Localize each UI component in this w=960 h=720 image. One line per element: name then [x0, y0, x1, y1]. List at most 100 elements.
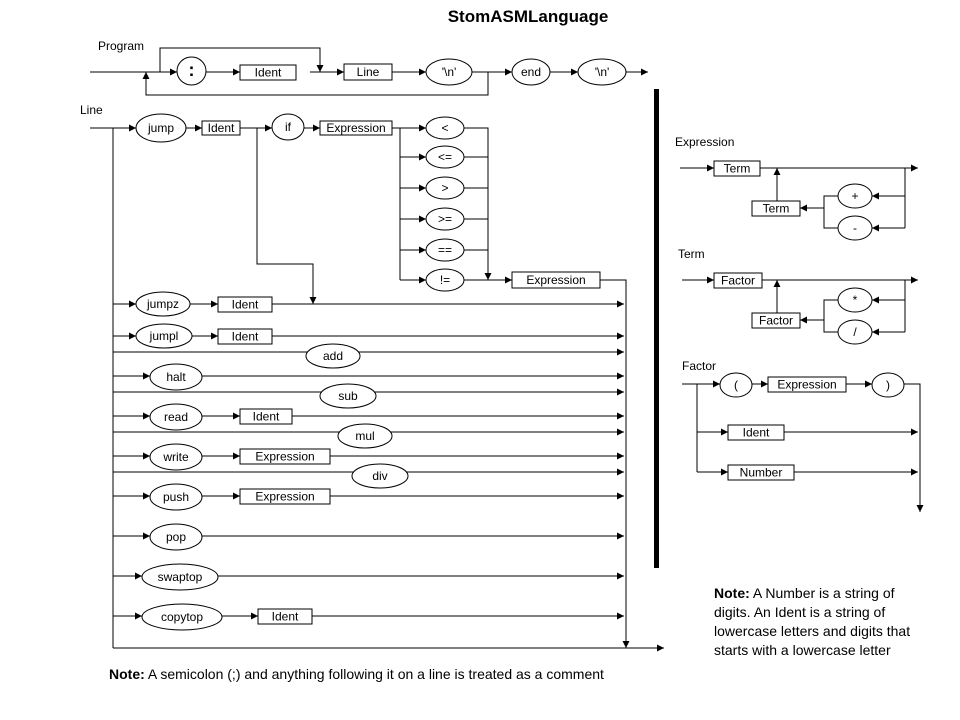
comment-note: Note: A semicolon (;) and anything follo… [109, 665, 709, 684]
line-jumpl: jumpl [135, 323, 193, 349]
line-swaptop-shape [141, 563, 219, 591]
comment-note-text: A semicolon (;) and anything following i… [144, 666, 604, 682]
line-add-shape [305, 343, 361, 369]
line-jumpz: jumpz [135, 291, 191, 317]
term-star-shape [837, 287, 873, 313]
line-add: add [305, 343, 361, 369]
jumpl-ident-shape [217, 328, 273, 345]
line-halt: halt [149, 363, 203, 391]
program-newline-1: '\n' [425, 58, 473, 86]
comparator-ge: >= [425, 207, 465, 231]
factor-number-label: Number [740, 466, 783, 480]
expression-plus: + [837, 183, 873, 209]
term-star-label: * [853, 293, 858, 307]
line-read-shape [149, 403, 203, 431]
program-skip-label-loop [159, 47, 324, 72]
jump-if-shape [271, 113, 305, 141]
comparator-le-shape [425, 145, 465, 169]
factor-number-shape [727, 464, 795, 481]
number-note-text: A Number is a string of digits. An Ident… [714, 585, 911, 658]
expression-plus-label: + [851, 189, 858, 203]
expression-op-join [823, 195, 838, 229]
line-write-label: write [162, 450, 189, 464]
push-expression-label: Expression [255, 490, 314, 504]
line-copytop: copytop [141, 603, 223, 631]
term-factor: Factor [713, 272, 763, 289]
jump-compare-expression: Expression [511, 271, 601, 289]
copytop-ident-label: Ident [272, 610, 299, 624]
factor-rparen-shape [871, 372, 905, 398]
factor-ident-shape [727, 424, 785, 441]
program-newline-1-label: '\n' [442, 65, 457, 79]
term-slash-label: / [853, 325, 857, 339]
line-swaptop: swaptop [141, 563, 219, 591]
program-colon-label: : [189, 60, 195, 80]
program-ident-label: Ident [255, 66, 282, 80]
jump-condition-expression: Expression [319, 120, 393, 136]
read-ident: Ident [239, 408, 293, 425]
program-newline-2-shape [577, 58, 627, 86]
line-mul-label: mul [355, 429, 374, 443]
line-div-label: div [372, 469, 387, 483]
line-push-shape [149, 483, 203, 511]
line-pop: pop [149, 523, 203, 551]
program-ident-shape [239, 64, 297, 81]
read-ident-shape [239, 408, 293, 425]
line-jumpz-shape [135, 291, 191, 317]
expression-minus-label: - [853, 221, 857, 235]
factor-lparen: ( [719, 372, 753, 398]
rule-label-program: Program [98, 39, 144, 53]
program-newline-2-label: '\n' [595, 65, 610, 79]
term-loop-factor-label: Factor [759, 314, 793, 328]
line-mul-shape [337, 423, 393, 449]
jump-if: if [271, 113, 305, 141]
expression-minus: - [837, 215, 873, 241]
comment-note-label: Note: [109, 666, 145, 682]
jumpz-ident-shape [217, 296, 273, 313]
line-jump-label: jump [147, 121, 174, 135]
program-end-label: end [521, 65, 541, 79]
comparator-right-rail [464, 127, 492, 280]
jumpz-ident-label: Ident [232, 298, 259, 312]
comparator-eq-shape [425, 238, 465, 262]
factor-rparen: ) [871, 372, 905, 398]
jump-no-condition-branch [256, 128, 317, 304]
number-note-label: Note: [714, 585, 750, 601]
jumpl-ident: Ident [217, 328, 273, 345]
line-left-trunk [90, 127, 114, 648]
line-add-label: add [323, 349, 343, 363]
line-push-label: push [163, 490, 189, 504]
line-push: push [149, 483, 203, 511]
line-halt-label: halt [166, 370, 186, 384]
line-sub-label: sub [338, 389, 358, 403]
term-slash-shape [837, 319, 873, 345]
line-div: div [351, 463, 409, 489]
connector-lines [90, 47, 924, 652]
expression-plus-shape [837, 183, 873, 209]
line-jumpl-label: jumpl [149, 329, 179, 343]
page-title: StomASMLanguage [448, 7, 609, 26]
line-write: write [149, 443, 203, 471]
expression-minus-shape [837, 215, 873, 241]
comparator-gt-shape [425, 176, 465, 200]
jump-condition-expression-label: Expression [326, 121, 385, 135]
line-pop-label: pop [166, 530, 186, 544]
rule-label-term: Term [678, 247, 705, 261]
line-copytop-shape [141, 603, 223, 631]
jump-compare-expression-label: Expression [526, 273, 585, 287]
jump-compare-expression-shape [511, 271, 601, 289]
push-expression: Expression [239, 488, 331, 505]
program-newline-2: '\n' [577, 58, 627, 86]
program-colon: : [176, 56, 207, 86]
write-expression: Expression [239, 448, 331, 465]
program-colon-shape [176, 56, 207, 86]
column-divider [654, 89, 659, 568]
term-factor-label: Factor [721, 274, 755, 288]
program-newline-1-shape [425, 58, 473, 86]
copytop-ident: Ident [257, 608, 313, 625]
comparator-le: <= [425, 145, 465, 169]
factor-lparen-label: ( [734, 378, 738, 392]
copytop-ident-shape [257, 608, 313, 625]
expression-term-label: Term [724, 162, 751, 176]
program-end-shape [511, 58, 551, 86]
